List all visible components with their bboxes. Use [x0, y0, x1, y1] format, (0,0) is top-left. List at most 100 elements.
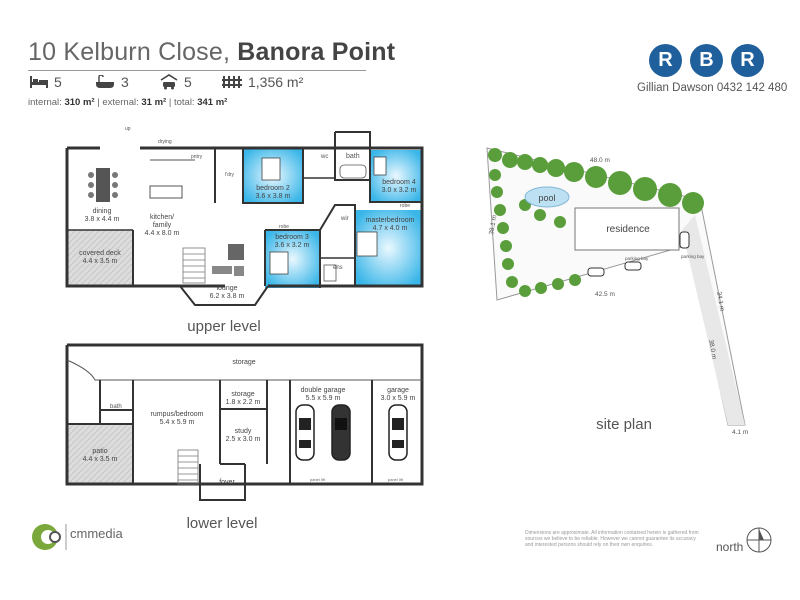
car-spaces-count: 5 [184, 74, 192, 90]
ens-label: ens [333, 265, 343, 271]
wc-label: wc [320, 154, 328, 160]
agency-logo-letter-r2: R [731, 44, 764, 77]
pool-shape [524, 186, 570, 208]
laundry-label: l'dry [225, 172, 235, 178]
bedrooms-feature: 5 [30, 74, 62, 90]
room-name-bedroom-3: bedroom 3 [275, 234, 309, 241]
bath-label: bath [346, 153, 360, 160]
room-name-patio: patio [92, 448, 107, 455]
land-size-value: 1,356 m² [248, 74, 304, 90]
room-name-kitchen-2: family [153, 222, 172, 229]
room-dims-rumpus: 5.4 x 5.9 m [160, 419, 195, 426]
room-name-study: study [235, 428, 252, 435]
disclaimer-text: Dimensions are approximate. All informat… [525, 530, 699, 548]
robe-label: robe [400, 203, 410, 209]
internal-area-value: 310 m² [64, 97, 95, 108]
foyer-label: foyer [219, 479, 235, 486]
room-name-bedroom-4: bedroom 4 [382, 179, 416, 186]
internal-area-label: internal: [28, 97, 62, 108]
room-dims-covered-deck: 4.4 x 3.5 m [83, 258, 118, 265]
pool-label: pool [538, 193, 555, 203]
north-label: north [716, 540, 744, 554]
patio-fill [67, 424, 133, 484]
agency-logo-letter-b: B [690, 44, 723, 77]
room-name-kitchen: kitchen/ [150, 214, 174, 221]
room-dims-kitchen: 4.4 x 8.0 m [145, 230, 180, 237]
site-dim-middle: 42.5 m [595, 291, 615, 298]
lower-level-label: lower level [187, 515, 258, 532]
wir-label: wir [340, 216, 349, 222]
external-area-label: external: [102, 97, 139, 108]
address-suburb: Banora Point [237, 38, 396, 66]
site-dim-right-upper: 34.1 m [715, 291, 725, 312]
room-name-masterbedroom: masterbedroom [365, 217, 414, 224]
cmmedia-logo-text: cmmedia [70, 526, 123, 541]
fence-icon [222, 76, 242, 88]
bed-icon [30, 76, 48, 88]
cmmedia-logo-icon [32, 524, 67, 550]
car-icon [388, 404, 408, 461]
upper-level-label: upper level [187, 318, 260, 335]
floor-areas-line: internal: 310 m² | external: 31 m² | tot… [28, 97, 227, 108]
agent-contact: Gillian Dawson 0432 142 480 [637, 82, 788, 94]
bathrooms-feature: 3 [95, 74, 129, 90]
room-dims-patio: 4.4 x 3.5 m [83, 456, 118, 463]
room-dims-storage: 1.8 x 2.2 m [226, 399, 261, 406]
room-dims-dining: 3.8 x 4.4 m [85, 216, 120, 223]
upper-level-plan: up drying pntry l'dry wc bath robe robe … [65, 126, 424, 335]
room-dims-double-garage: 5.5 x 5.9 m [306, 395, 341, 402]
room-name-covered-deck: covered deck [79, 250, 121, 257]
room-dims-bedroom-2: 3.6 x 3.8 m [256, 193, 291, 200]
drying-label: drying [158, 139, 172, 145]
bathrooms-count: 3 [121, 74, 129, 90]
site-plan-label: site plan [596, 416, 652, 433]
trees [488, 148, 704, 297]
car-icon [624, 261, 642, 271]
residence-label: residence [606, 224, 650, 235]
room-name-lounge: lounge [216, 285, 237, 292]
room-dims-bedroom-4: 3.0 x 3.2 m [382, 187, 417, 194]
room-name-double-garage: double garage [301, 387, 346, 394]
total-area-value: 341 m² [197, 97, 228, 108]
car-spaces-feature: 5 [160, 74, 192, 90]
site-plan: pool residence parking bay parking bay 4… [486, 147, 748, 436]
room-dims-garage: 3.0 x 5.9 m [381, 395, 416, 402]
room-dims-lounge: 6.2 x 3.8 m [210, 293, 245, 300]
room-dims-study: 2.5 x 3.0 m [226, 436, 261, 443]
lower-level-plan: storage bath foyer panel lift panel lift… [65, 343, 424, 532]
room-name-garage: garage [387, 387, 409, 394]
parking-bay-label-2: parking bay [625, 256, 649, 261]
room-name-bedroom-2: bedroom 2 [256, 185, 290, 192]
room-name-rumpus: rumpus/bedroom [151, 411, 204, 418]
land-size-feature: 1,356 m² [222, 74, 303, 90]
separator: | [97, 97, 100, 108]
car-icon [295, 404, 315, 461]
lower-bath-label: bath [110, 404, 122, 410]
title-divider [28, 70, 366, 71]
total-area-label: total: [173, 97, 195, 108]
car-icon [587, 267, 605, 277]
property-address-title: 10 Kelburn Close, Banora Point [28, 38, 395, 67]
car-icon [331, 404, 351, 461]
site-dim-left: 38.1 m [488, 215, 498, 236]
external-area-value: 31 m² [141, 97, 167, 108]
pantry-label: pntry [191, 154, 203, 160]
garage-icon [160, 74, 178, 90]
panel-lift-label-1: panel lift [310, 477, 326, 482]
site-dim-right-lower: 38.0 m [707, 339, 717, 360]
parking-bay-label-1: parking bay [681, 254, 705, 259]
robe-label-2: robe [279, 224, 289, 230]
agency-logo-letter-r1: R [649, 44, 682, 77]
covered-deck-fill [67, 230, 133, 286]
site-dim-bottom: 4.1 m [732, 429, 748, 436]
panel-lift-label-2: panel lift [388, 477, 404, 482]
room-dims-bedroom-3: 3.6 x 3.2 m [275, 242, 310, 249]
car-icon [679, 231, 690, 249]
residence-outline [574, 207, 680, 251]
bedrooms-count: 5 [54, 74, 62, 90]
bathtub-icon [95, 75, 115, 89]
room-name-dining: dining [93, 208, 112, 215]
separator: | [168, 97, 172, 108]
room-name-storage: storage [231, 391, 254, 398]
